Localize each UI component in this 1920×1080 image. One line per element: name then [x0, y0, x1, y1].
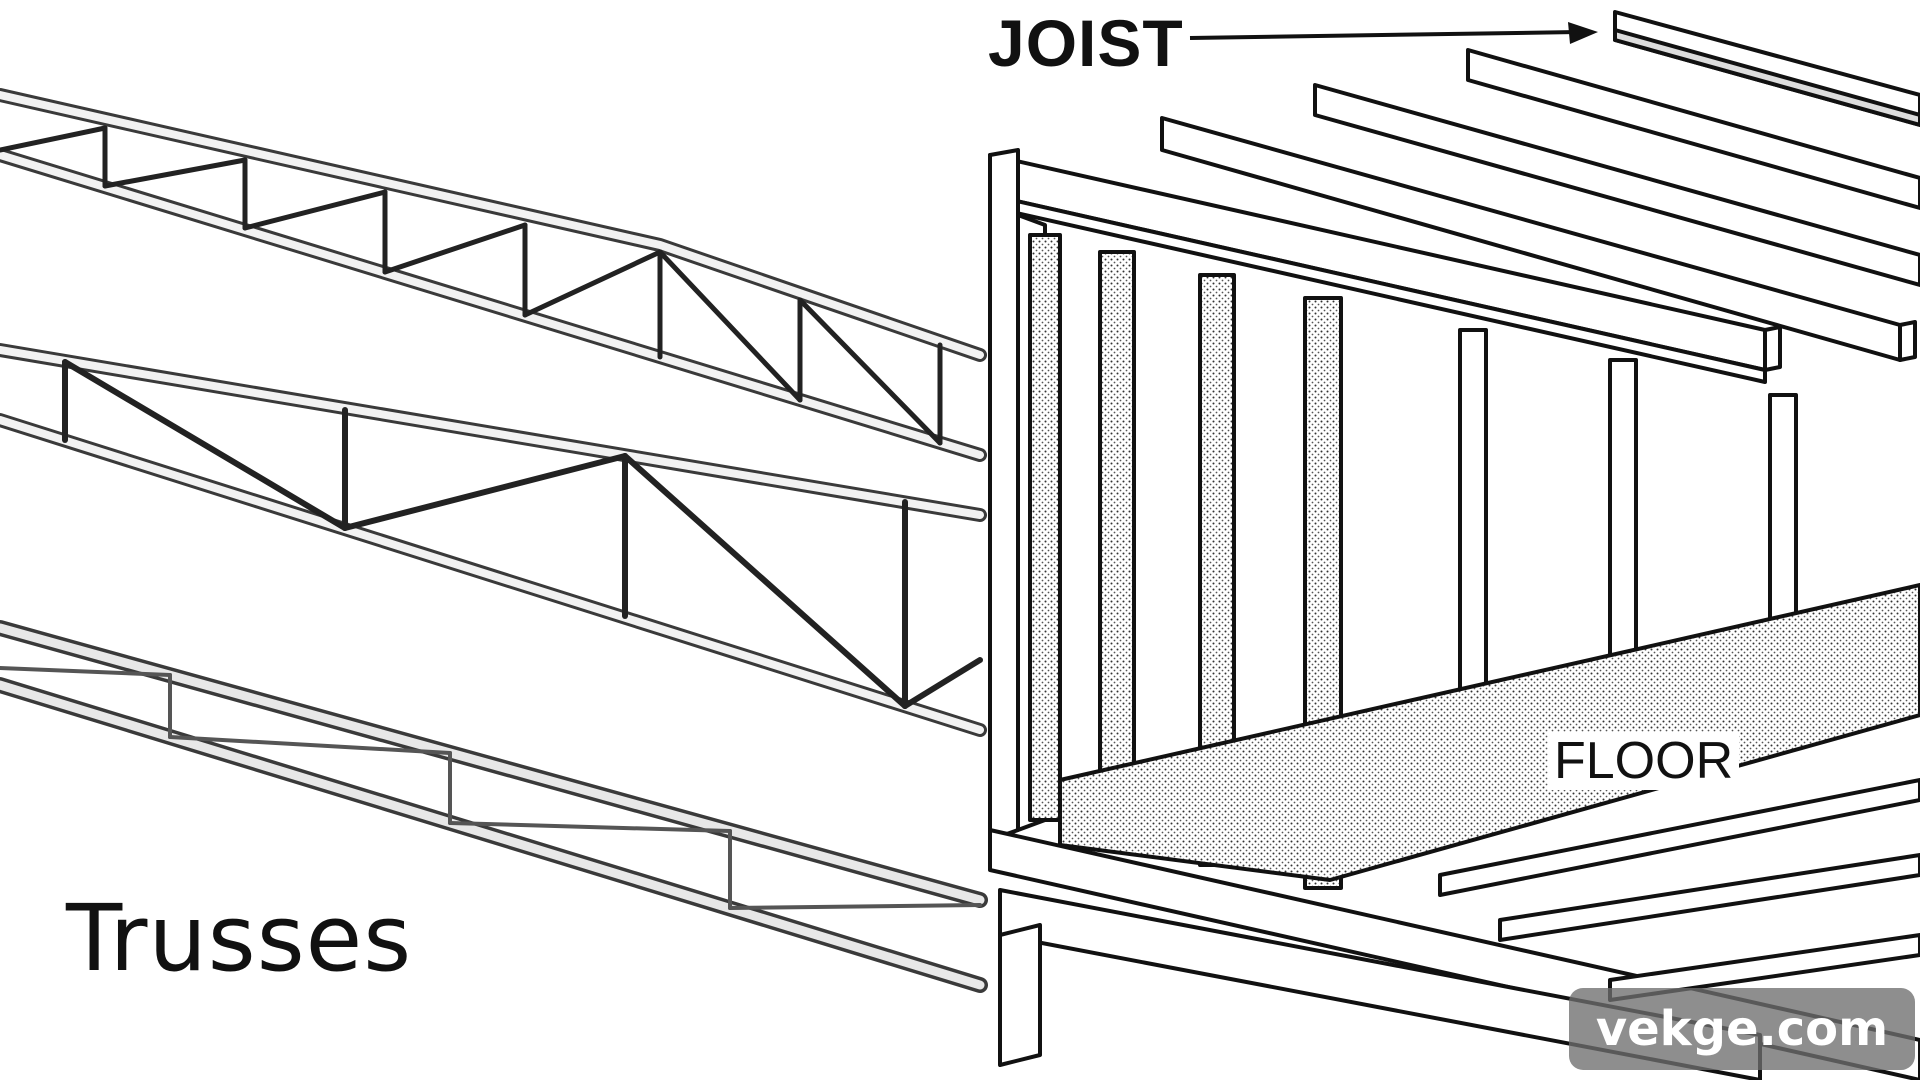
wall-frame: [988, 10, 1920, 1080]
joist-label: JOIST: [988, 6, 1184, 80]
truss-2: [0, 343, 987, 737]
floor-label: FLOOR: [1548, 732, 1740, 790]
truss-1: [0, 88, 987, 462]
trusses-label: Trusses: [66, 885, 413, 992]
watermark-badge: vekge.com: [1569, 988, 1915, 1070]
truss-3: [0, 620, 988, 993]
joist-arrow: [1189, 22, 1598, 44]
watermark-text: vekge.com: [1595, 1001, 1889, 1057]
